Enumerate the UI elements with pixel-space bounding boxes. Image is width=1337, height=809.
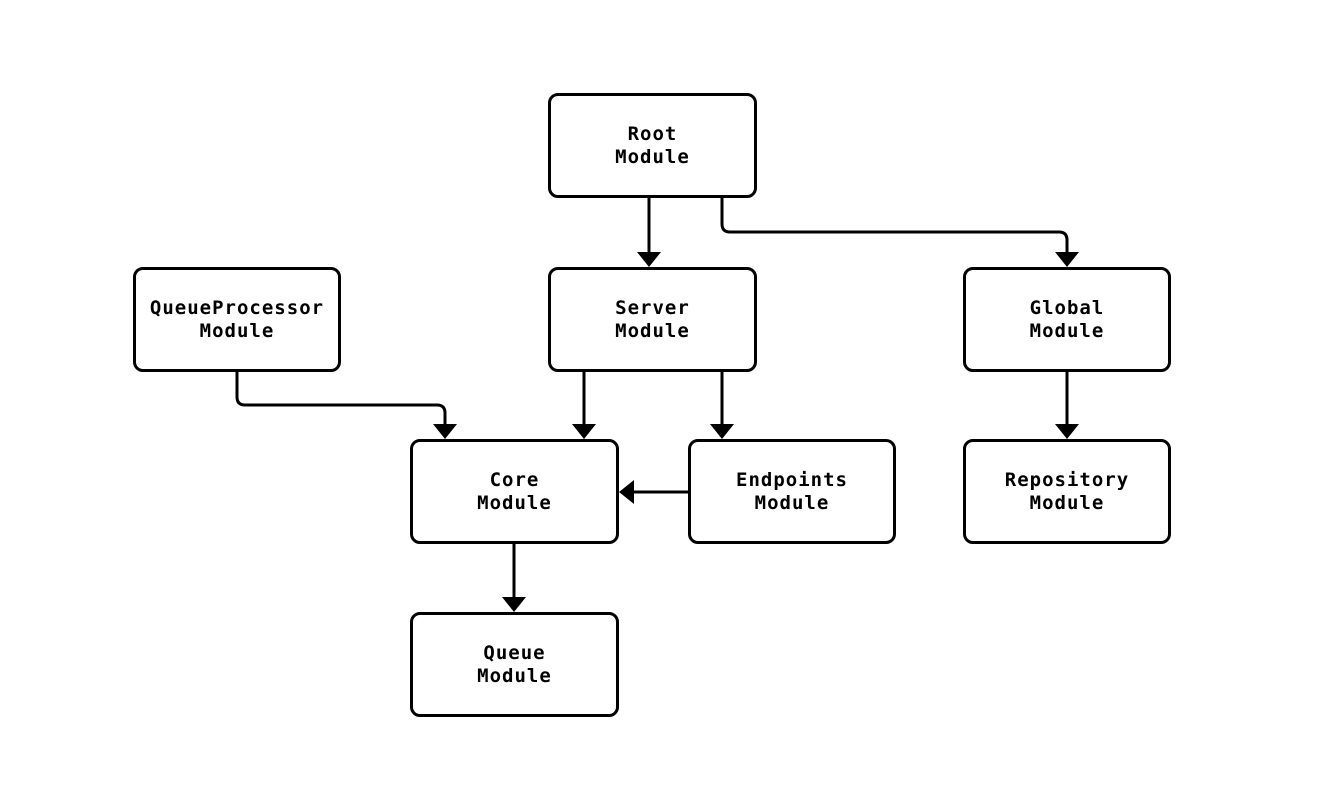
arrowhead-server-to-core: [572, 424, 596, 439]
node-root-label-line: Module: [615, 145, 690, 168]
node-queueprocessor-label-line: QueueProcessor: [149, 296, 325, 319]
edge-queueprocessor-to-core: [235, 372, 447, 424]
node-global-label-line: Global: [1029, 296, 1105, 319]
node-repository-label-line: Repository: [1004, 468, 1130, 491]
node-endpoints-label-line: Endpoints: [736, 468, 848, 491]
node-repository-label-line: Module: [1029, 491, 1105, 514]
arrowhead-root-to-server: [637, 252, 661, 267]
node-root-label-line: Root: [627, 122, 678, 145]
arrowhead-global-to-repository: [1055, 424, 1079, 439]
arrowhead-root-to-global: [1055, 252, 1079, 267]
node-queue-label-line: Queue: [483, 641, 546, 664]
node-core-label-line: Module: [477, 491, 552, 514]
node-server-label-line: Module: [615, 319, 690, 342]
node-queueprocessor-label-line: Module: [199, 319, 275, 342]
node-global-label-line: Module: [1029, 319, 1105, 342]
edge-root-to-global: [720, 198, 1069, 252]
arrowhead-queueprocessor-to-core: [433, 424, 457, 439]
node-server-label-line: Server: [615, 296, 690, 319]
node-endpoints-label-line: Module: [754, 491, 830, 514]
arrowhead-endpoints-to-core: [619, 480, 634, 504]
arrowhead-core-to-queue: [502, 597, 526, 612]
arrowhead-server-to-endpoints: [710, 424, 734, 439]
node-queue-label-line: Module: [477, 664, 552, 687]
node-core-label-line: Core: [489, 468, 540, 491]
